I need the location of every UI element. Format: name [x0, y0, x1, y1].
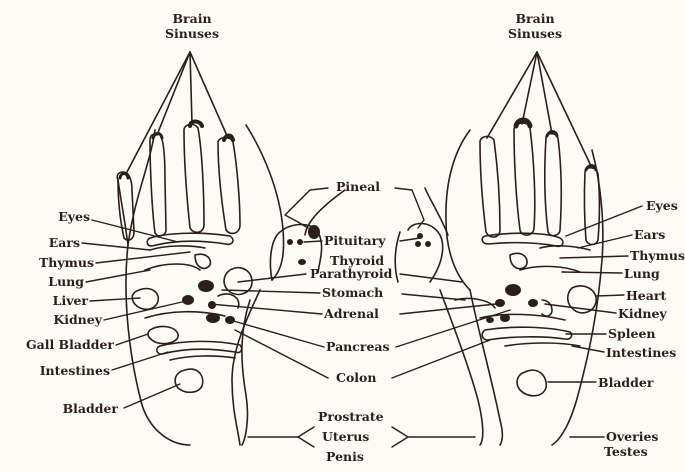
left-brain-label: Brain — [157, 12, 227, 26]
right-intestines-label: Intestines — [606, 346, 676, 360]
left-sinuses-label: Sinuses — [157, 27, 227, 41]
right-sinuses-label: Sinuses — [500, 27, 570, 41]
left-bladder-label: Bladder — [0, 402, 118, 416]
left-liver-label: Liver — [0, 294, 88, 308]
left-gall-bladder-label: Gall Bladder — [0, 338, 114, 352]
stomach-label: Stomach — [322, 286, 383, 300]
right-thymus-label: Thymus — [630, 249, 685, 263]
left-ears-label: Ears — [0, 236, 80, 250]
right-heart-label: Heart — [626, 289, 666, 303]
uterus-label: Uterus — [322, 430, 369, 444]
left-thymus-label: Thymus — [0, 256, 94, 270]
right-spleen-label: Spleen — [608, 327, 656, 341]
right-bladder-label: Bladder — [598, 376, 653, 390]
right-foot-outline — [446, 130, 603, 445]
left-intestines-label: Intestines — [0, 364, 110, 378]
left-lung-label: Lung — [0, 275, 84, 289]
right-brain-label: Brain — [500, 12, 570, 26]
left-foot-dots — [182, 280, 235, 324]
right-overies-label: Overies — [606, 430, 658, 444]
right-lung-label: Lung — [624, 267, 660, 281]
adrenal-label: Adrenal — [324, 307, 379, 321]
pancreas-label: Pancreas — [326, 340, 390, 354]
colon-label: Colon — [336, 371, 376, 385]
penis-label: Penis — [326, 450, 364, 464]
right-testes-label: Testes — [604, 445, 648, 459]
right-ears-label: Ears — [634, 228, 665, 242]
pituitary-label: Pituitary — [324, 234, 385, 248]
pineal-label: Pineal — [336, 180, 380, 194]
left-foot-toes — [117, 122, 240, 241]
right-kidney-label: Kidney — [618, 307, 667, 321]
right-foot-toes — [480, 120, 600, 245]
parathyroid-label: Parathyroid — [310, 267, 392, 281]
right-eyes-label: Eyes — [646, 199, 678, 213]
right-foot-dots — [486, 284, 538, 323]
right-brain-lines — [487, 52, 592, 168]
left-brain-lines — [127, 52, 228, 172]
prostrate-label: Prostrate — [318, 410, 384, 424]
left-eyes-label: Eyes — [0, 210, 90, 224]
left-kidney-label: Kidney — [0, 313, 102, 327]
